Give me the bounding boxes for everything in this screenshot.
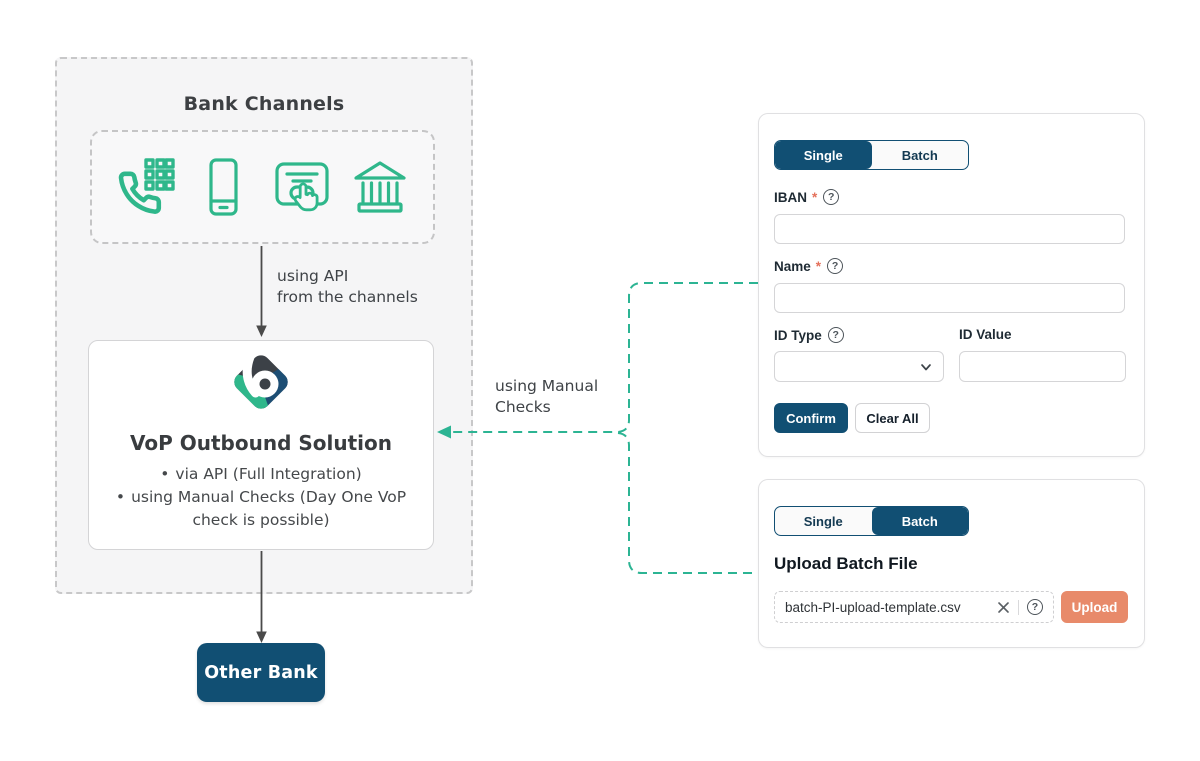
id-value-label: ID Value [959, 327, 1012, 342]
tab-single[interactable]: Single [803, 513, 843, 529]
other-bank-node: Other Bank [197, 643, 325, 702]
vop-bullet-2: •using Manual Checks (Day One VoP check … [115, 488, 407, 529]
single-verification-panel: Single Batch IBAN* ? Name* ? ID Type ? I… [758, 113, 1145, 457]
vop-bullets: •via API (Full Integration) •using Manua… [96, 463, 426, 532]
vop-title: VoP Outbound Solution [130, 431, 392, 455]
batch-file-name: batch-PI-upload-template.csv [785, 599, 961, 615]
bank-channels-icons-box [90, 130, 435, 244]
confirm-button[interactable]: Confirm [774, 403, 848, 433]
batch-upload-panel: Single Batch Upload Batch File batch-PI-… [758, 479, 1145, 648]
bank-channels-title: Bank Channels [183, 93, 345, 115]
iban-label: IBAN* ? [774, 189, 840, 205]
help-icon[interactable]: ? [1027, 599, 1043, 615]
close-icon[interactable] [997, 601, 1010, 614]
manual-checks-label: using Manual Checks [495, 377, 599, 416]
bank-building-icon [348, 155, 412, 219]
upload-batch-file-heading: Upload Batch File [774, 554, 918, 573]
chevron-down-icon [921, 363, 931, 370]
mode-toggle-batch-form: Single Batch [774, 506, 969, 536]
vop-bullet-1: •via API (Full Integration) [160, 465, 362, 483]
required-asterisk: * [812, 189, 818, 205]
id-type-label: ID Type ? [774, 327, 844, 343]
tab-batch[interactable]: Batch [901, 147, 938, 163]
help-icon[interactable]: ? [827, 258, 844, 274]
batch-file-input[interactable]: batch-PI-upload-template.csv ? [774, 591, 1054, 623]
id-value-input[interactable] [959, 351, 1126, 382]
api-arrow-label: using API from the channels [277, 267, 418, 306]
required-asterisk: * [815, 258, 822, 274]
tab-batch[interactable]: Batch [871, 507, 968, 535]
help-icon[interactable]: ? [827, 327, 844, 343]
divider [1018, 599, 1019, 615]
mode-toggle-single-form: Single Batch [774, 140, 969, 170]
iban-input[interactable] [774, 214, 1125, 244]
phone-keypad-icon [113, 155, 177, 219]
help-icon[interactable]: ? [823, 189, 840, 205]
name-input[interactable] [774, 283, 1125, 313]
vop-logo-icon [229, 350, 293, 414]
tab-single[interactable]: Single [775, 141, 872, 169]
name-label: Name* ? [774, 258, 844, 274]
kiosk-touch-icon [270, 155, 334, 219]
clear-all-button[interactable]: Clear All [855, 403, 930, 433]
upload-button[interactable]: Upload [1061, 591, 1128, 623]
id-type-select[interactable] [774, 351, 944, 382]
smartphone-icon [191, 155, 255, 219]
